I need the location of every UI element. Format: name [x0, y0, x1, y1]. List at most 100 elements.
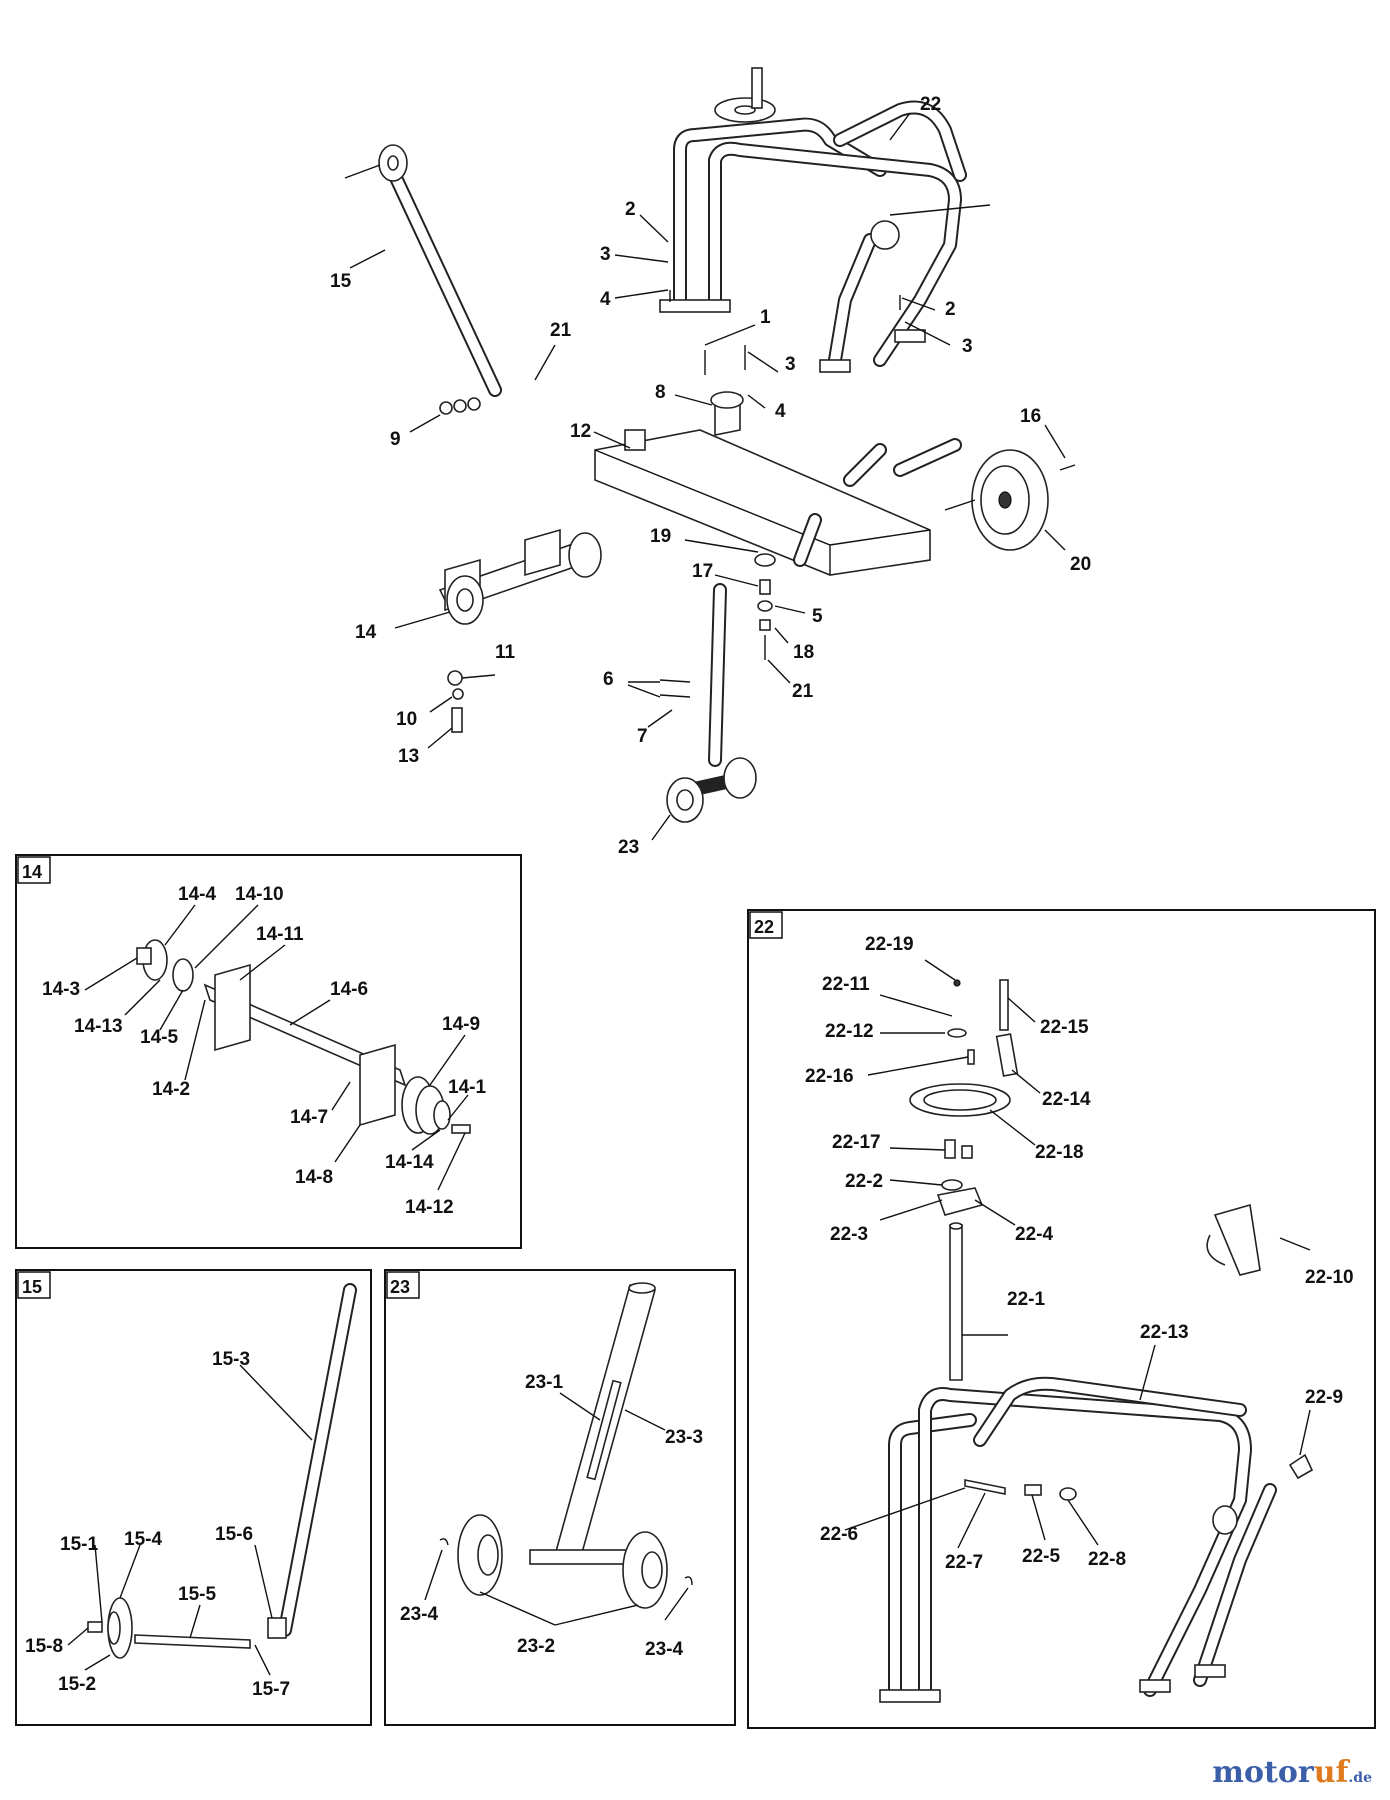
label: 20 — [1070, 554, 1091, 575]
label: 15-2 — [58, 1674, 96, 1695]
label: 22-4 — [1015, 1224, 1053, 1245]
label: 23-1 — [525, 1372, 563, 1393]
label: 22-2 — [845, 1171, 883, 1192]
label: 22-7 — [945, 1552, 983, 1573]
panel-23-labels: 23-1 23-3 23-4 23-2 23-4 — [400, 1372, 703, 1660]
label: 14-10 — [235, 884, 284, 905]
label: 23 — [618, 837, 639, 858]
axle-14-drawing — [438, 528, 602, 625]
label: 14-6 — [330, 979, 368, 1000]
tow-bar-drawing — [344, 144, 502, 397]
label: 22 — [920, 94, 941, 115]
label: 22-6 — [820, 1524, 858, 1545]
small-parts-drawing — [439, 290, 901, 733]
label: 14-14 — [385, 1152, 434, 1173]
label: 22-9 — [1305, 1387, 1343, 1408]
label: 14-3 — [42, 979, 80, 1000]
label: 22-3 — [830, 1224, 868, 1245]
label: 14-5 — [140, 1027, 178, 1048]
label: 4 — [775, 401, 786, 422]
label: 22-16 — [805, 1066, 854, 1087]
label: 6 — [603, 669, 614, 690]
label: 14-9 — [442, 1014, 480, 1035]
label: 3 — [785, 354, 796, 375]
label: 22-8 — [1088, 1549, 1126, 1570]
label: 3 — [600, 244, 611, 265]
watermark-accent: uf — [1313, 1755, 1349, 1790]
panel-23-leaders — [424, 1392, 689, 1626]
label: 15-5 — [178, 1584, 216, 1605]
label: 15-8 — [25, 1636, 63, 1657]
watermark-logo: motoruf.de — [1212, 1755, 1372, 1790]
panel-14-labels: 14-4 14-10 14-11 14-3 14-6 14-9 14-13 14… — [42, 884, 486, 1218]
label: 23-4 — [400, 1604, 438, 1625]
label: 2 — [625, 199, 636, 220]
label: 14-4 — [178, 884, 216, 905]
label: 21 — [792, 681, 814, 702]
main-leaders — [349, 112, 1066, 841]
panel-22-labels: 22-19 22-11 22-15 22-12 22-16 22-14 22-1… — [805, 934, 1354, 1573]
label: 14 — [355, 622, 377, 643]
label: 22-1 — [1007, 1289, 1045, 1310]
label: 16 — [1020, 406, 1041, 427]
label: 14-12 — [405, 1197, 454, 1218]
panel-15-labels: 15-3 15-1 15-4 15-6 15-5 15-8 15-2 15-7 — [25, 1349, 290, 1700]
label: 4 — [600, 289, 611, 310]
label: 5 — [812, 606, 823, 627]
label: 17 — [692, 561, 713, 582]
watermark-main: motor — [1212, 1755, 1314, 1790]
panel-22-leaders — [844, 959, 1311, 1549]
axle-detail-drawing — [136, 939, 471, 1135]
label: 15-7 — [252, 1679, 290, 1700]
label: 7 — [637, 726, 648, 747]
label: 10 — [396, 709, 417, 730]
label: 18 — [793, 642, 814, 663]
tow-bar-detail-drawing — [87, 1283, 357, 1659]
main-labels: 22 2 3 4 2 3 15 21 1 3 8 4 9 12 16 20 19… — [330, 94, 1091, 858]
label: 23-3 — [665, 1427, 703, 1448]
label: 15-4 — [124, 1529, 162, 1550]
label: 14-1 — [448, 1077, 486, 1098]
frame-drawing — [659, 67, 991, 373]
label: 14-8 — [295, 1167, 333, 1188]
panel-tag: 15 — [22, 1277, 42, 1297]
base-plate-drawing — [594, 391, 962, 576]
frame-detail-drawing — [879, 979, 1314, 1703]
wheel-20-drawing — [944, 449, 1076, 551]
label: 22-12 — [825, 1021, 874, 1042]
panel-tag: 14 — [22, 862, 42, 882]
caster-detail-drawing — [439, 1282, 693, 1609]
label: 14-11 — [256, 924, 304, 945]
label: 2 — [945, 299, 956, 320]
label: 19 — [650, 526, 671, 547]
label: 15-1 — [60, 1534, 98, 1555]
label: 1 — [760, 307, 771, 328]
label: 15 — [330, 271, 352, 292]
label: 22-14 — [1042, 1089, 1091, 1110]
label: 15-3 — [212, 1349, 250, 1370]
caster-23-drawing — [666, 583, 757, 823]
main-assembly: 22 2 3 4 2 3 15 21 1 3 8 4 9 12 16 20 19… — [330, 67, 1091, 858]
watermark-tld: .de — [1348, 1770, 1372, 1786]
label: 22-11 — [822, 974, 870, 995]
panel-14-leaders — [84, 904, 469, 1191]
label: 22-5 — [1022, 1546, 1060, 1567]
panel-22: 22 — [747, 909, 1376, 1729]
label: 22-17 — [832, 1132, 881, 1153]
label: 22-13 — [1140, 1322, 1189, 1343]
label: 23-4 — [645, 1639, 683, 1660]
panel-23: 23 23-1 23-3 23-4 23-2 23-4 — [384, 1269, 736, 1726]
panel-14: 14 — [15, 854, 522, 1249]
label: 21 — [550, 320, 572, 341]
panel-15: 15 15-3 15-1 15-4 15-6 15-5 15- — [15, 1269, 372, 1726]
label: 11 — [495, 642, 516, 663]
label: 14-2 — [152, 1079, 190, 1100]
label: 14-13 — [74, 1016, 123, 1037]
label: 12 — [570, 421, 591, 442]
label: 9 — [390, 429, 401, 450]
panel-tag: 22 — [754, 917, 774, 937]
panel-tag: 23 — [390, 1277, 410, 1297]
label: 15-6 — [215, 1524, 253, 1545]
panel-15-leaders — [67, 1364, 313, 1676]
